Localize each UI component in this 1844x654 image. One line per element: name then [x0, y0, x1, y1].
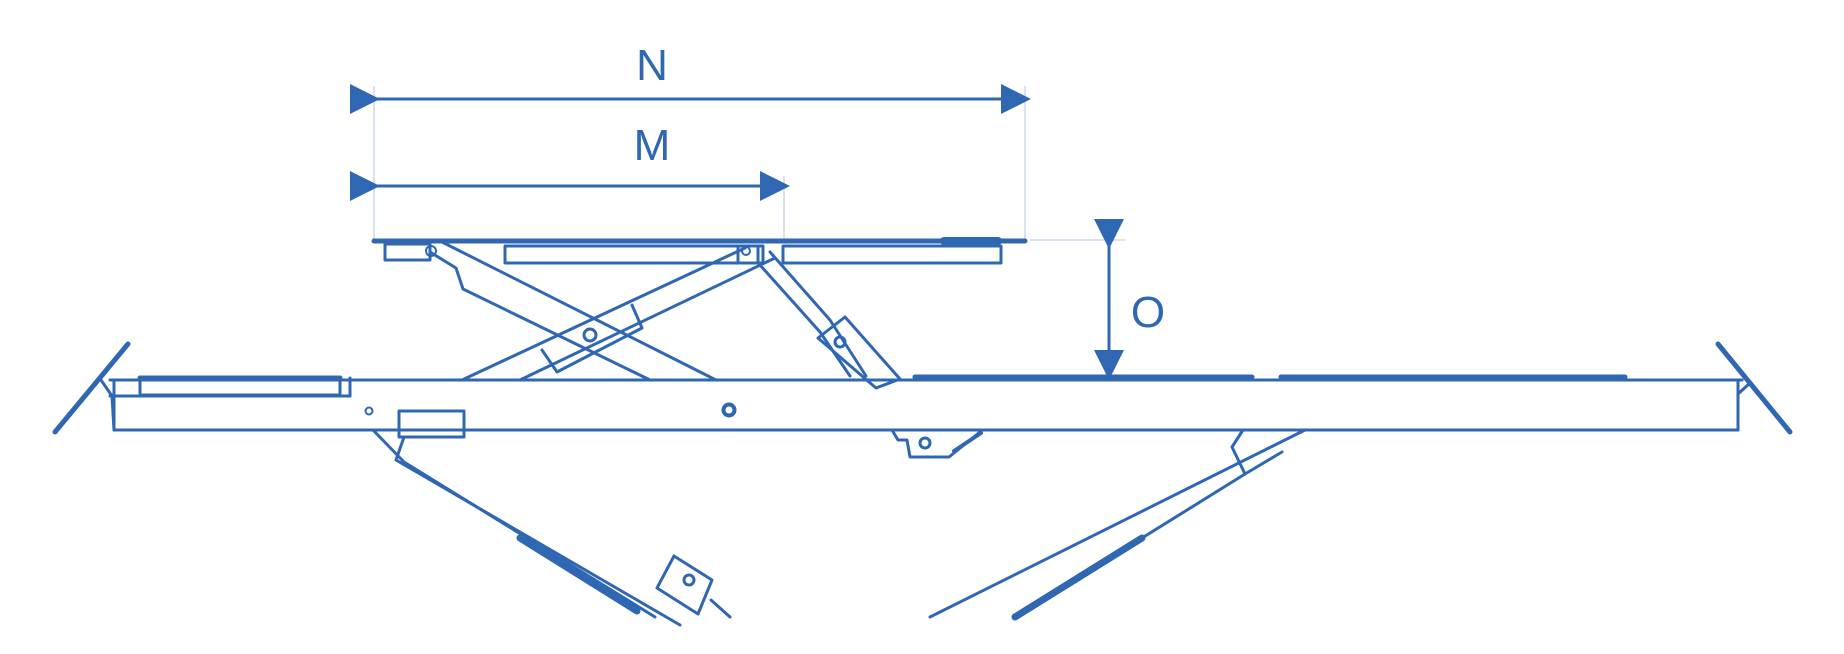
right-lower-support	[928, 428, 1307, 619]
right-ramp-inner	[1736, 381, 1752, 396]
left-lower-hinge-pin	[682, 573, 696, 587]
left-lower-support-inner	[394, 435, 682, 627]
upper-platform-left-bracket	[383, 242, 432, 262]
left-lower-hinge-block	[655, 554, 714, 616]
label-o: O	[1131, 288, 1165, 337]
right-lower-support-brace	[1243, 450, 1284, 476]
right-ramp-arm	[1715, 341, 1793, 435]
scissor-pivot-pin	[582, 327, 598, 343]
label-n: N	[636, 41, 668, 90]
scissor-center-brace	[540, 303, 644, 374]
left-lower-support	[371, 428, 657, 619]
label-m: M	[634, 121, 671, 170]
base-center-pin	[721, 402, 737, 418]
upper-platform-center-block	[736, 244, 760, 265]
dimension-guides: N M O	[350, 41, 1165, 380]
left-lower-hinge-tail	[709, 598, 732, 619]
hydraulic-link-inner	[758, 263, 852, 378]
left-ramp-inner	[99, 378, 114, 398]
base-left-pin	[364, 406, 374, 416]
left-lower-support-reinforcement	[516, 534, 641, 615]
upper-platform-right-plate	[781, 244, 1003, 265]
left-ramp-bottom-link	[110, 394, 116, 432]
right-lower-support-inner	[1013, 428, 1247, 619]
right-lower-support-reinforcement	[1011, 534, 1146, 621]
hydraulic-cylinder-head	[816, 315, 902, 390]
upper-platform-center-plate	[503, 244, 765, 265]
scissor-left-upper-arm	[428, 250, 652, 382]
upper-platform-left-pin	[425, 245, 437, 257]
hydraulic-link	[768, 250, 868, 378]
left-ramp-arm	[52, 341, 131, 435]
center-lower-bracket-ramp	[952, 431, 983, 453]
scissor-right-upper-arm	[518, 256, 777, 382]
scissor-left-lower-arm	[436, 238, 718, 382]
lift-drawing	[52, 237, 1793, 627]
base-left-bracket	[397, 409, 466, 439]
center-lower-bracket-pin	[918, 436, 932, 450]
hydraulic-link-pin	[833, 335, 847, 349]
scissor-right-lower-arm	[460, 246, 747, 382]
